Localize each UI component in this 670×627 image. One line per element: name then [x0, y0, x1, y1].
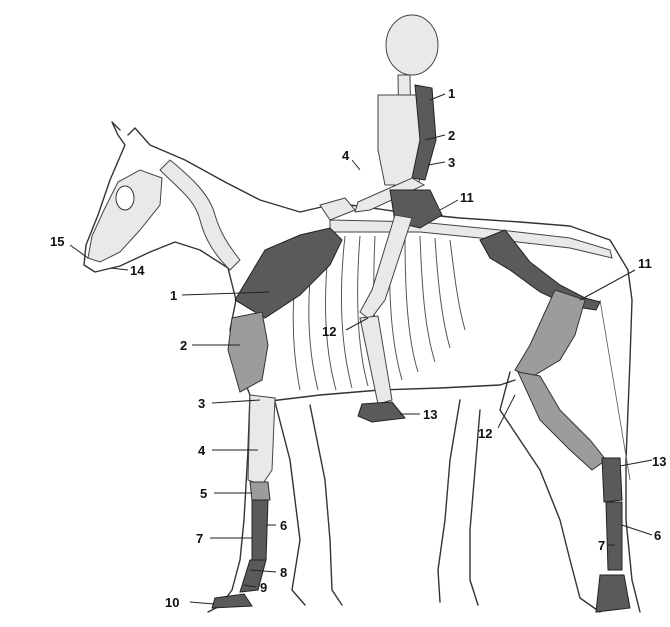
label-horse-3: 3: [198, 396, 205, 411]
label-horse-6-hind: 6: [654, 528, 661, 543]
horse-humerus: [228, 312, 268, 392]
label-horse-12-stifle: 12: [478, 426, 492, 441]
label-horse-7-hind: 7: [598, 538, 605, 553]
horse-radius: [248, 395, 275, 485]
label-rider-11: 11: [460, 190, 474, 205]
label-rider-4: 4: [342, 148, 350, 163]
horse-front-hoof: [212, 594, 252, 608]
horse-tibia: [518, 372, 606, 470]
horse-hock: [602, 458, 622, 502]
label-horse-14: 14: [130, 263, 145, 278]
label-horse-4: 4: [198, 443, 206, 458]
label-horse-15: 15: [50, 234, 64, 249]
label-rider-13: 13: [423, 407, 437, 422]
rider-foot: [358, 402, 405, 422]
horse-cannon: [252, 500, 268, 560]
horse-cervical-vertebrae: [160, 160, 240, 270]
label-horse-5: 5: [200, 486, 207, 501]
horse-hind-hoof: [596, 575, 630, 612]
rider-hand: [320, 198, 355, 220]
label-horse-7-front: 7: [196, 531, 203, 546]
label-horse-2: 2: [180, 338, 187, 353]
label-horse-1: 1: [170, 288, 177, 303]
label-rider-3: 3: [448, 155, 455, 170]
label-rider-2: 2: [448, 128, 455, 143]
label-horse-8: 8: [280, 565, 287, 580]
horse-skull: [88, 170, 162, 262]
label-horse-9: 9: [260, 580, 267, 595]
horse-femur: [515, 290, 585, 378]
label-rider-1: 1: [448, 86, 455, 101]
label-horse-11-hip: 11: [638, 256, 652, 271]
horse-carpus: [250, 482, 270, 500]
label-horse-10: 10: [165, 595, 179, 610]
horse-hind-cannon: [606, 502, 622, 570]
label-rider-12: 12: [322, 324, 336, 339]
horse-labels: 1 2 3 4 5 6 7 8 9 10 11 12 13 6 7 14 15: [50, 234, 666, 610]
rider-skull: [386, 15, 438, 75]
label-horse-6-front: 6: [280, 518, 287, 533]
label-horse-13-hock: 13: [652, 454, 666, 469]
horse-outline: [84, 122, 640, 612]
